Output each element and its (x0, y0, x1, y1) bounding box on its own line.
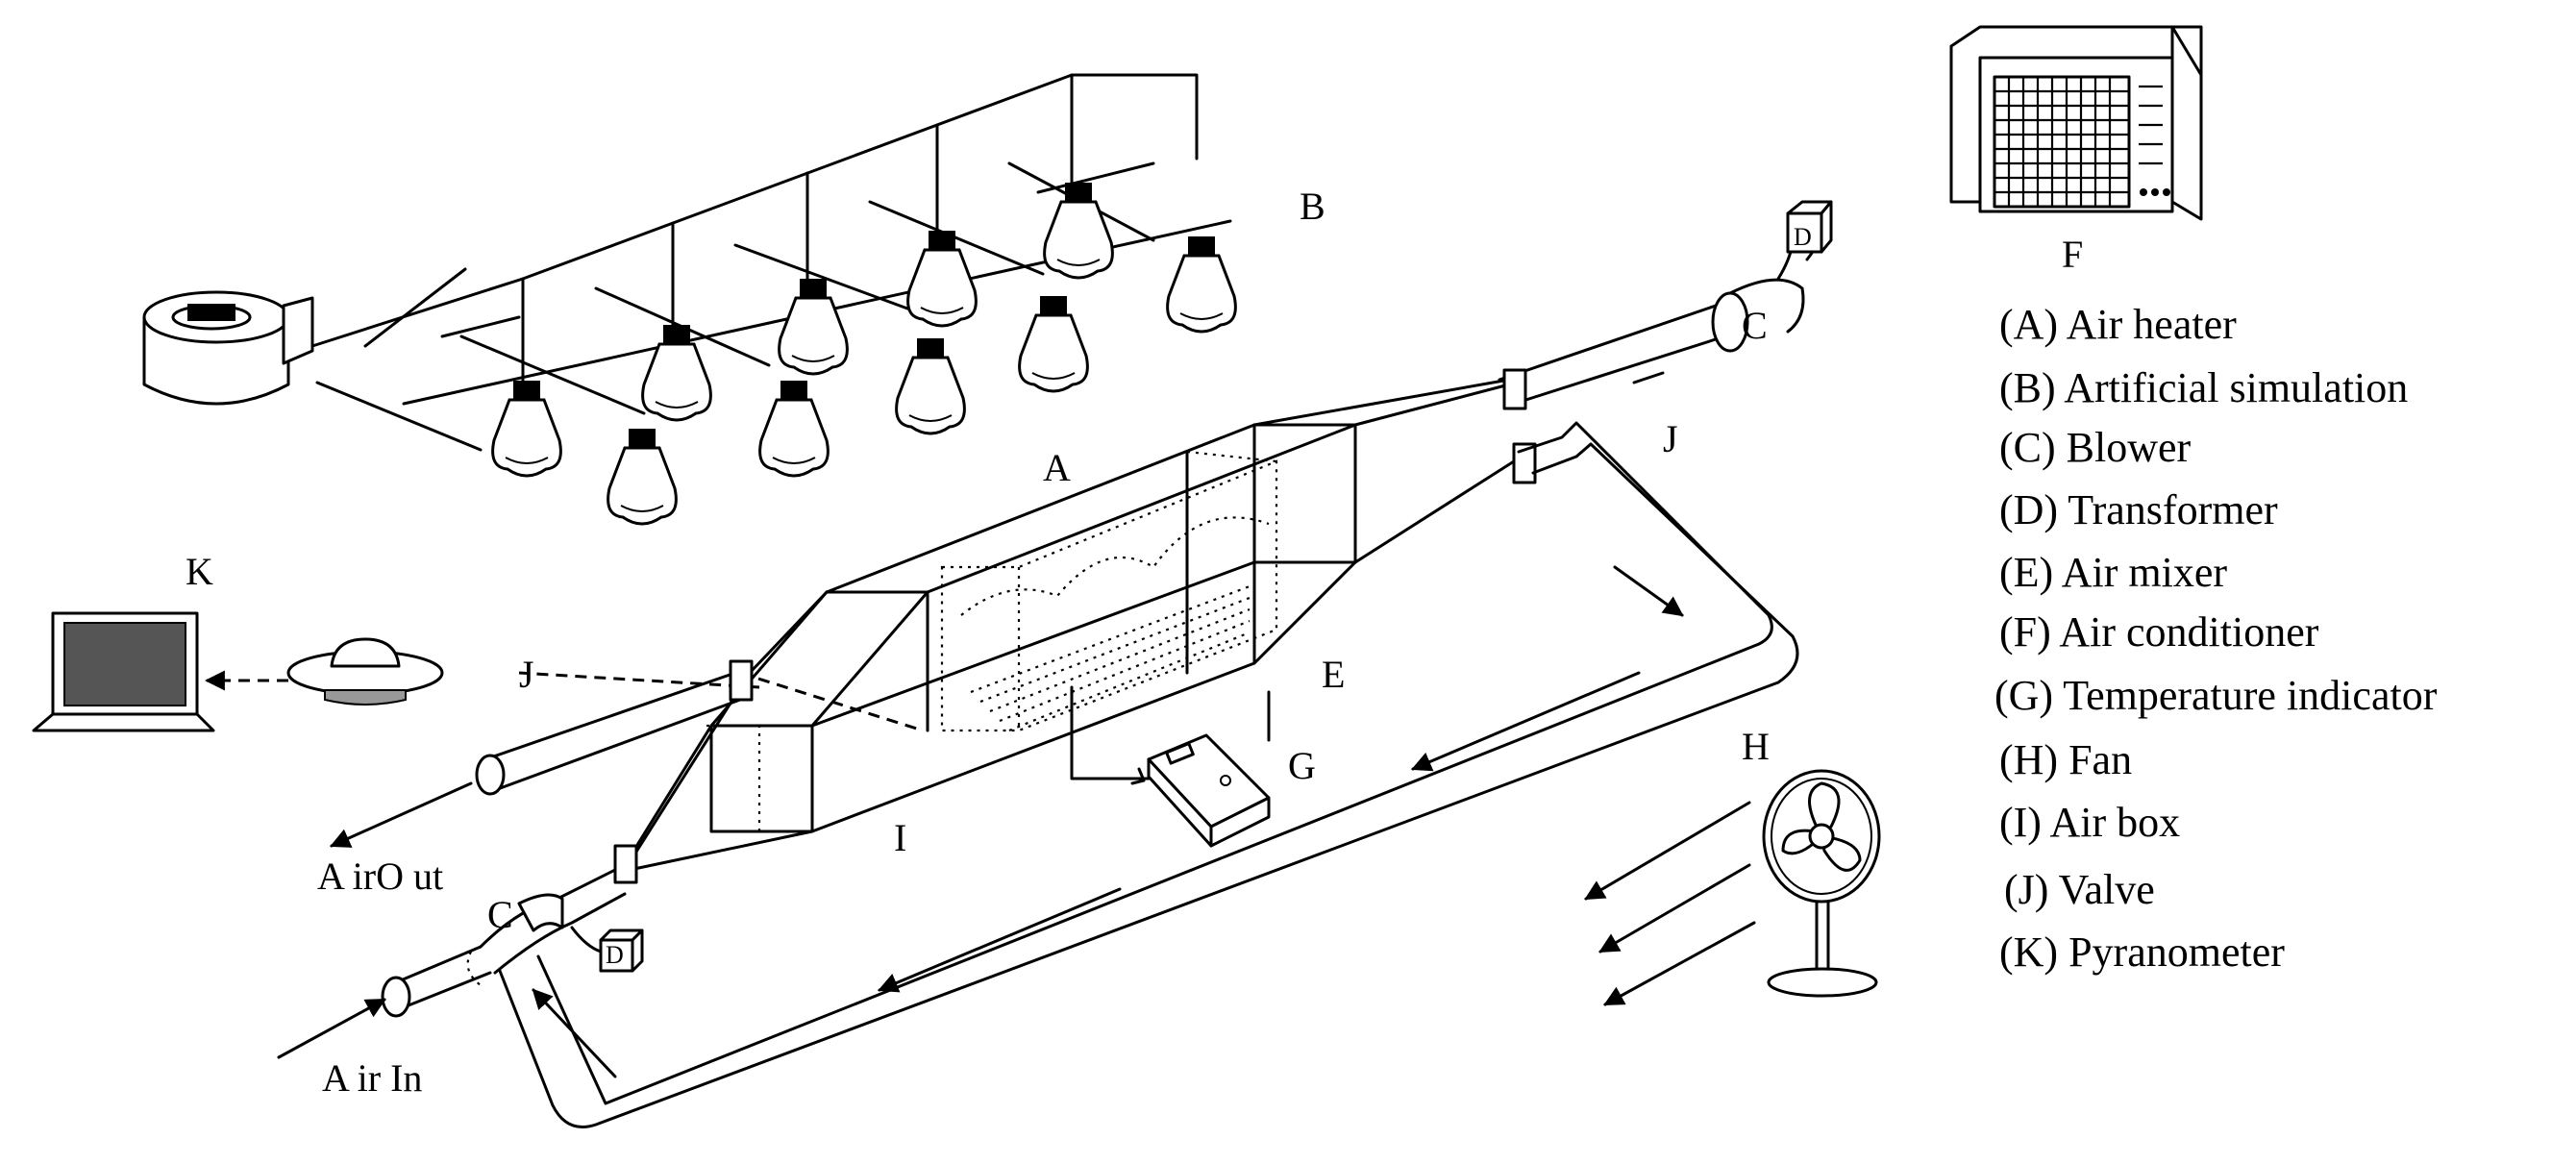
label-i: I (894, 816, 906, 859)
legend-item-c: (C) Blower (1999, 424, 2192, 471)
label-c-top: C (1742, 304, 1768, 347)
label-d-top: D (1794, 223, 1812, 251)
return-duct (498, 421, 1799, 1128)
label-f: F (2062, 233, 2083, 276)
legend-item-e: (E) Air mixer (1999, 549, 2227, 596)
label-h: H (1742, 725, 1770, 768)
pyranometer-icon (204, 637, 444, 706)
legend-item-b: (B) Artificial simulation (1999, 364, 2408, 411)
label-air-out: A irO ut (317, 854, 443, 898)
label-j-right: J (1663, 417, 1678, 460)
label-e: E (1322, 653, 1345, 696)
legend-item-j: (J) Valve (2004, 866, 2155, 913)
lamps-group (491, 181, 1237, 526)
legend-item-k: (K) Pyranometer (1999, 929, 2285, 976)
transformer-bottom-icon (570, 926, 644, 973)
artificial-simulation-frame (142, 73, 1237, 526)
temperature-indicator-icon (1070, 685, 1271, 848)
fan-icon (1762, 769, 1881, 998)
air-out-duct (475, 659, 754, 796)
label-a: A (1043, 446, 1071, 489)
airflow-arrows (277, 565, 1756, 1078)
legend: (A) Air heater (B) Artificial simulation… (1994, 301, 2438, 976)
legend-item-i: (I) Air box (1999, 799, 2180, 846)
legend-item-g: (G) Temperature indicator (1994, 672, 2438, 719)
label-b: B (1300, 185, 1325, 228)
label-air-in: A ir In (322, 1056, 422, 1100)
label-j-left: J (519, 653, 534, 696)
legend-item-d: (D) Transformer (1999, 486, 2278, 533)
legend-item-f: (F) Air conditioner (1999, 608, 2319, 656)
legend-item-h: (H) Fan (1999, 736, 2132, 783)
top-blower-icon (142, 277, 525, 406)
transformer-top-icon (1786, 200, 1833, 254)
label-k: K (186, 550, 213, 593)
label-c-bottom: C (487, 893, 513, 936)
air-conditioner-icon (1949, 25, 2203, 221)
air-heater-box (518, 378, 1516, 872)
laptop-icon (32, 611, 215, 732)
label-g: G (1288, 744, 1316, 787)
label-d-bottom: D (606, 941, 624, 969)
legend-item-a: (A) Air heater (1999, 301, 2237, 348)
air-inlet-duct (381, 844, 638, 1018)
